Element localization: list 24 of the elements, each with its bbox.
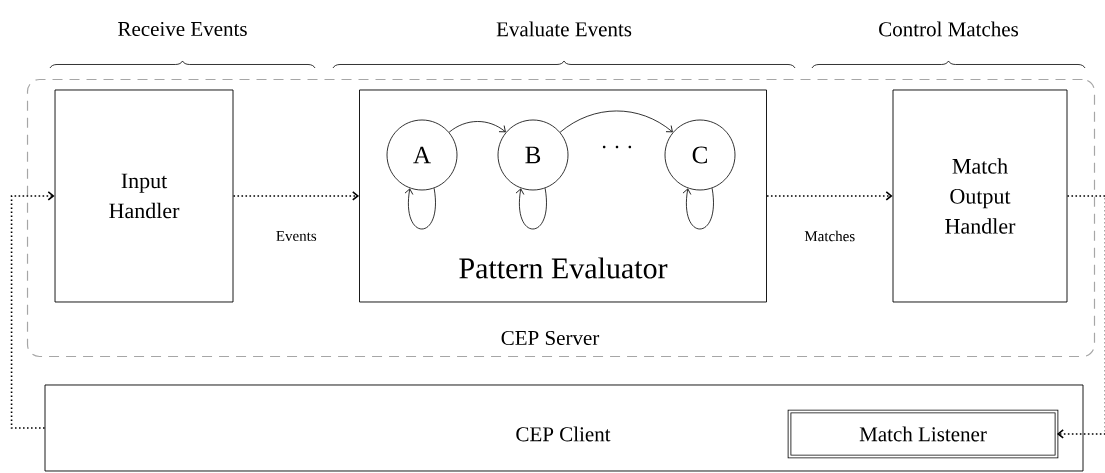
edge-label: Matches <box>804 230 855 242</box>
component-box <box>359 89 767 303</box>
section-heading: Evaluate Events <box>496 21 632 37</box>
edge-label: Events <box>276 231 317 241</box>
arrow <box>1056 195 1105 439</box>
arrow <box>448 121 506 133</box>
arrow <box>10 191 55 429</box>
box-title: CEP Client <box>516 426 611 442</box>
arrow <box>404 187 436 230</box>
arrow <box>559 110 673 133</box>
arrow <box>682 187 714 230</box>
box-title: Pattern Evaluator <box>459 257 668 279</box>
component-box: Match Output Handler <box>892 89 1068 303</box>
arrow <box>515 187 547 230</box>
component-box <box>44 384 1084 472</box>
arrow <box>232 191 360 201</box>
server-boundary <box>26 78 1096 358</box>
listener-box: Match Listener <box>787 409 1059 459</box>
section-heading: Control Matches <box>879 21 1019 37</box>
box-title: CEP Server <box>501 330 600 346</box>
component-box: Input Handler <box>54 89 234 303</box>
section-heading: Receive Events <box>118 21 247 37</box>
arrow <box>766 191 893 201</box>
ellipsis: · · · <box>602 145 632 149</box>
